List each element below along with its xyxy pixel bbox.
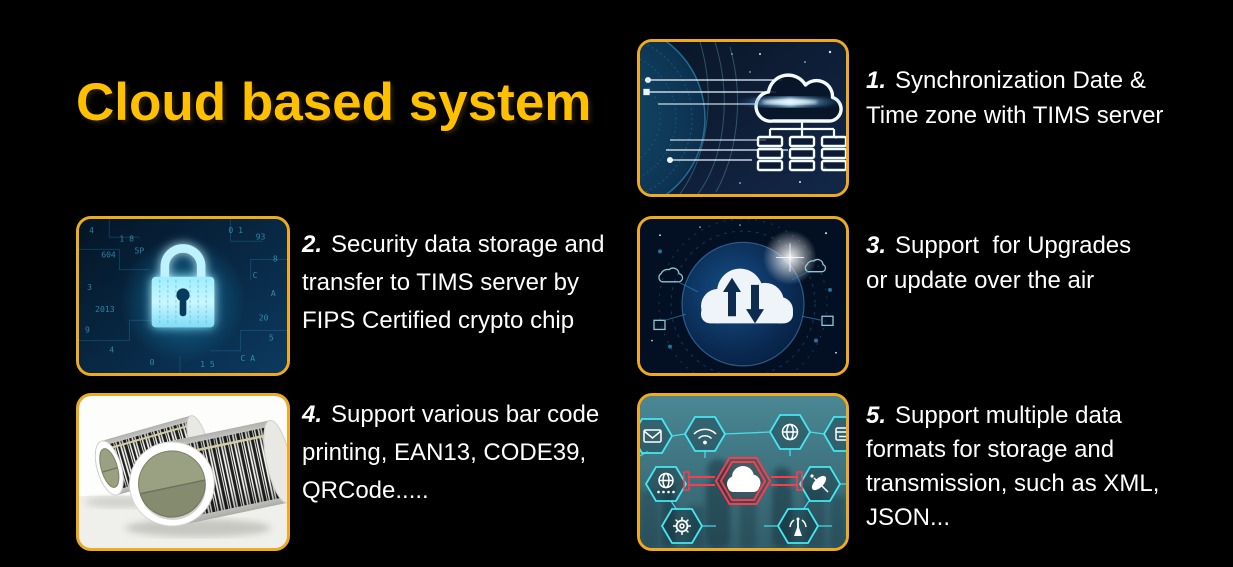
feature-2-text: 2.Security data storage and transfer to … — [302, 226, 647, 340]
feature-2-body: Security data storage and transfer to TI… — [302, 231, 605, 334]
barcode-label-rolls-image — [79, 396, 287, 548]
feature-1-card — [637, 39, 849, 197]
page-title: Cloud based system — [76, 73, 592, 132]
svg-text:20: 20 — [259, 312, 269, 322]
svg-text:1 5: 1 5 — [200, 359, 215, 369]
svg-text:9: 9 — [85, 324, 90, 334]
svg-text:C A: C A — [241, 353, 256, 363]
feature-3-number: 3. — [866, 232, 887, 259]
feature-1-number: 1. — [866, 67, 887, 94]
svg-text:8: 8 — [273, 254, 278, 264]
feature-5-text: 5.Support multiple data formats for stor… — [866, 399, 1233, 535]
svg-text:A: A — [271, 288, 276, 298]
svg-text:0: 0 — [150, 357, 155, 367]
feature-3-card — [637, 216, 849, 376]
svg-text:93: 93 — [256, 231, 266, 241]
feature-4-body: Support various bar code printing, EAN13… — [302, 401, 600, 504]
svg-text:4: 4 — [109, 345, 114, 355]
svg-text:0 1: 0 1 — [228, 225, 243, 235]
feature-5-card — [637, 393, 849, 551]
feature-4-text: 4.Support various bar code printing, EAN… — [302, 396, 647, 510]
svg-text:5: 5 — [269, 333, 274, 343]
svg-text:2013: 2013 — [95, 304, 115, 314]
cloud-server-sync-image — [640, 42, 846, 194]
feature-4-number: 4. — [302, 401, 323, 428]
feature-5-number: 5. — [866, 402, 887, 429]
svg-text:C: C — [253, 270, 258, 280]
feature-1-body: Synchronization Date & Time zone with TI… — [866, 67, 1164, 129]
iot-hex-network-image — [640, 396, 846, 548]
feature-5-body: Support multiple data formats for storag… — [866, 402, 1160, 531]
svg-text:3: 3 — [87, 282, 92, 292]
cloud-ota-update-image — [640, 219, 846, 373]
svg-text:604: 604 — [101, 249, 116, 259]
svg-text:5P: 5P — [135, 245, 145, 255]
feature-3-text: 3.Support for Upgrades or update over th… — [866, 228, 1206, 298]
feature-4-card — [76, 393, 290, 551]
svg-text:4: 4 — [89, 225, 94, 235]
feature-3-body: Support for Upgrades or update over the … — [866, 232, 1132, 294]
feature-1-text: 1.Synchronization Date & Time zone with … — [866, 63, 1233, 133]
feature-2-number: 2. — [302, 231, 323, 258]
svg-text:1 8: 1 8 — [119, 233, 134, 243]
